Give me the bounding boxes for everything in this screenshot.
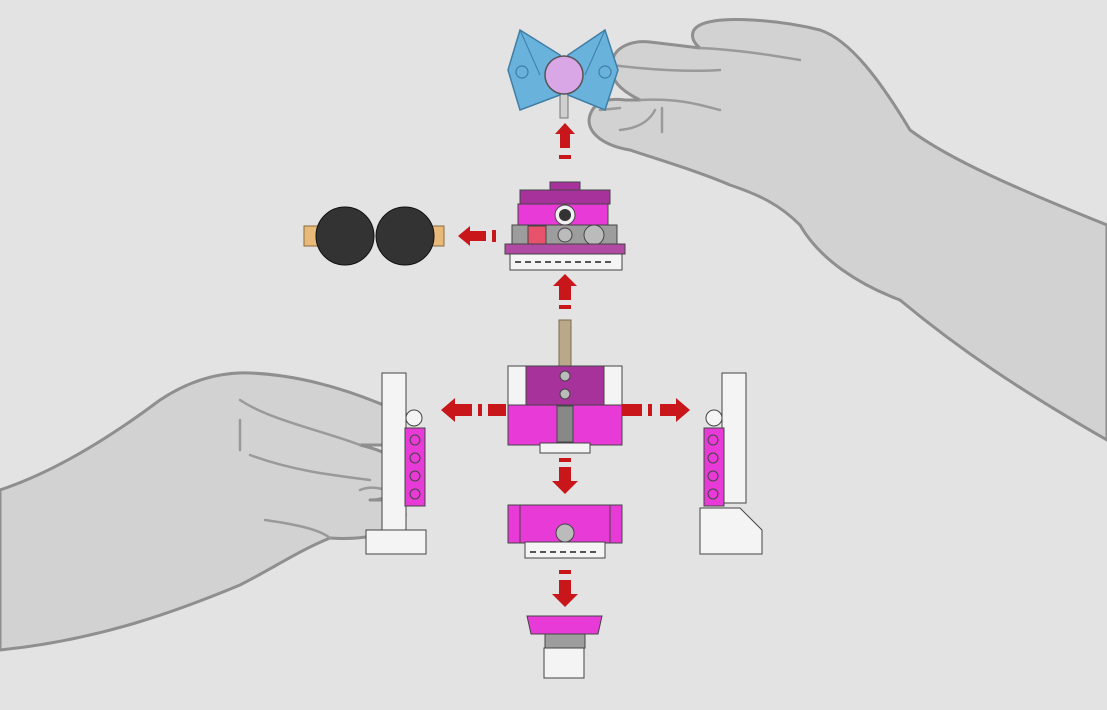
right-hand-icon bbox=[589, 20, 1107, 440]
base-foot-part bbox=[527, 616, 602, 678]
hip-module-part bbox=[508, 505, 622, 558]
arrow-down-icon bbox=[552, 458, 578, 494]
arrow-down-icon bbox=[552, 570, 578, 607]
arrow-up-icon bbox=[555, 123, 575, 159]
black-wheels-part bbox=[304, 207, 444, 265]
arrow-right-icon bbox=[622, 398, 690, 422]
left-hand-icon bbox=[0, 373, 405, 650]
arrow-up-icon bbox=[553, 274, 577, 309]
blue-bowtie-part bbox=[508, 30, 618, 118]
arrow-left-icon bbox=[458, 226, 496, 246]
torso-module-part bbox=[508, 366, 622, 453]
arrow-left-icon bbox=[441, 398, 506, 422]
head-module-part bbox=[505, 182, 625, 270]
right-arm-part bbox=[700, 373, 762, 554]
rod-part bbox=[559, 320, 571, 366]
